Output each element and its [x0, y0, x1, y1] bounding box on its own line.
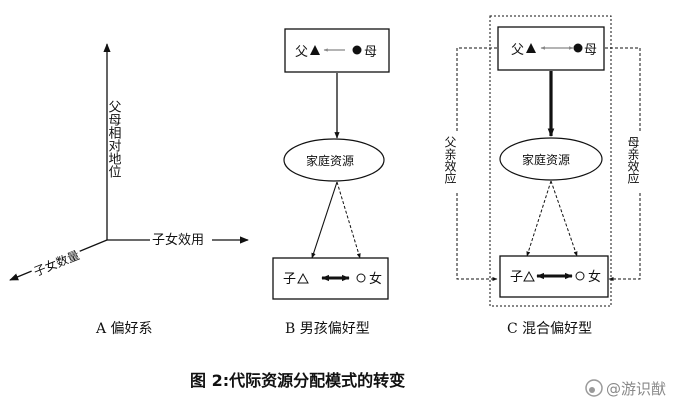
panel-a-label: A 偏好系 — [95, 321, 153, 337]
son-label: 子 — [283, 272, 296, 287]
daughter-circle — [356, 273, 366, 283]
watermark-text: @游识猷 — [606, 380, 666, 398]
son-triangle — [523, 270, 535, 282]
children-box — [272, 257, 389, 300]
father-label: 父 — [511, 43, 524, 58]
daughter-circle — [575, 271, 585, 281]
panel-a: 父母相对地位 子女效用 子女数量 A 偏好系 — [9, 43, 249, 337]
mother-dot — [352, 45, 362, 55]
children-box — [499, 255, 609, 298]
axis-diag-label: 子女数量 — [31, 247, 81, 279]
outer-dotted-frame — [489, 15, 612, 307]
father-triangle — [310, 45, 320, 55]
daughter-label: 女 — [588, 269, 601, 285]
axis-up-label: 父母相对地位 — [106, 100, 122, 178]
son-label: 子 — [510, 270, 523, 285]
resource-label: 家庭资源 — [522, 152, 570, 167]
parents-box — [497, 26, 605, 71]
mother-effect-label: 母亲效应 — [626, 136, 640, 184]
weibo-logo-icon — [585, 379, 603, 397]
resource-ellipse — [499, 137, 603, 181]
father-label: 父 — [295, 45, 308, 60]
father-triangle — [526, 43, 536, 53]
son-triangle — [297, 272, 309, 284]
figure-caption: 图 2:代际资源分配模式的转变 — [190, 371, 405, 390]
father-effect-label: 父亲效应 — [443, 136, 457, 184]
to-son-arrow — [526, 180, 552, 257]
to-son-arrow — [311, 181, 338, 259]
mother-dot — [573, 43, 583, 53]
panel-c-label: C 混合偏好型 — [507, 321, 592, 337]
to-daughter-arrow — [336, 181, 361, 259]
axis-right-label: 子女效用 — [152, 232, 204, 248]
panel-b: 父 母 家庭资源 子 女 B 男孩偏好型 — [272, 28, 390, 337]
daughter-label: 女 — [369, 271, 382, 287]
mother-label: 母 — [584, 43, 597, 58]
resource-ellipse — [283, 138, 385, 182]
parents-box — [284, 28, 390, 73]
panel-c: 父 母 家庭资源 子 女 父亲效应 母亲效应 C 混合偏好型 — [443, 15, 648, 337]
resource-label: 家庭资源 — [306, 153, 354, 168]
to-daughter-arrow — [550, 180, 578, 257]
watermark: @游识猷 — [585, 379, 666, 398]
panel-b-label: B 男孩偏好型 — [285, 321, 370, 337]
mother-label: 母 — [364, 45, 377, 60]
